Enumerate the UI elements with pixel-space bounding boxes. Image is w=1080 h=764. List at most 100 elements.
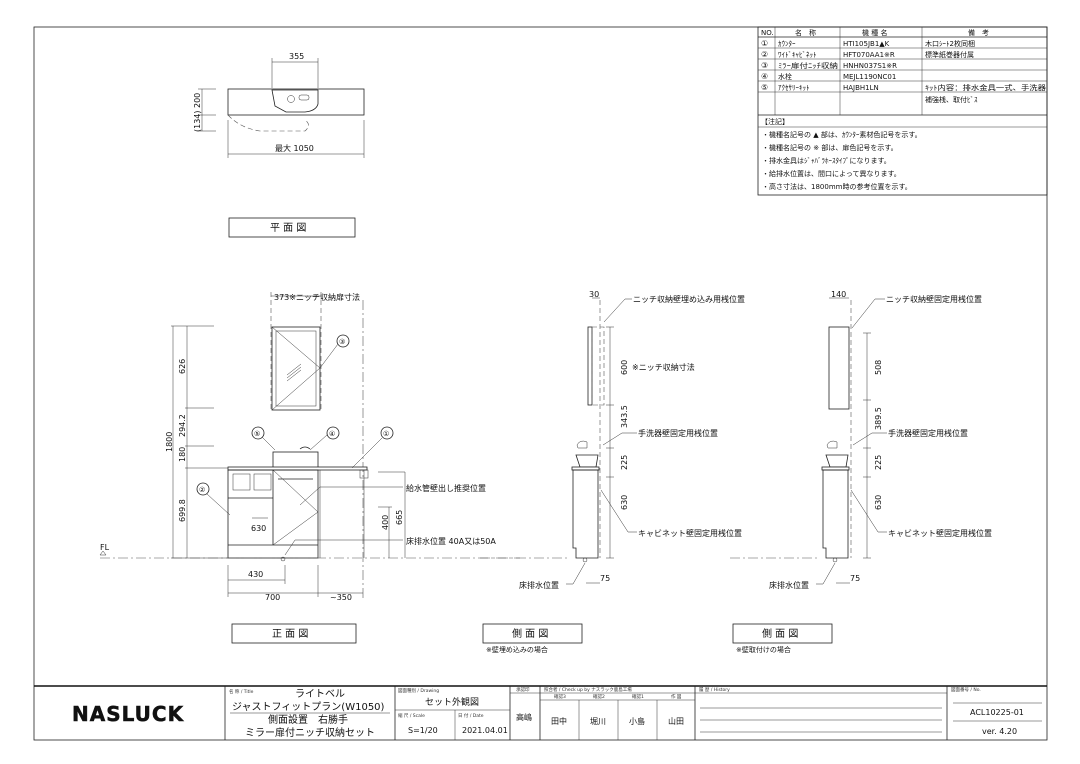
table-header-name: 名 称 — [795, 28, 816, 37]
niche-batten-label: ニッチ収納壁埋め込み用桟位置 — [633, 294, 745, 304]
plan-view-label: 平 面 図 — [270, 222, 306, 234]
title-line-3: 側面設置 右勝手 — [268, 713, 348, 726]
side-view-caption: ※壁埋め込みの場合 — [486, 645, 548, 654]
dim-1800: 1800 — [165, 432, 174, 452]
approval-caption: 承認印 — [516, 686, 530, 693]
row-no: ③ — [761, 61, 768, 70]
dim-400: 400 — [381, 515, 390, 530]
side-view-label-box — [732, 623, 833, 644]
row-no: ① — [761, 39, 768, 48]
side-view-mount: 140 ニッチ収納壁固定用桟位置 508 389.5 225 630 手洗器壁固… — [730, 290, 992, 654]
title-line-1: ライトベル — [295, 688, 345, 700]
title-line-2: ジャストフィットプラン(W1050) — [232, 701, 385, 713]
row-model: HNHN037S1※R — [843, 62, 897, 70]
no-caption: 図面番号 / No. — [951, 686, 981, 693]
dim-140: 140 — [831, 290, 846, 299]
cabinet-batten-label: キャビネット壁固定用桟位置 — [888, 528, 992, 538]
row-name: ｱｸｾｻﾘｰｷｯﾄ — [778, 84, 810, 92]
callout-2: ② — [196, 482, 231, 516]
dim-343-5: 343.5 — [620, 405, 629, 428]
dim-134: (134) — [193, 110, 202, 132]
title-caption: 名 称 / Title — [229, 688, 254, 695]
note-item: ・給排水位置は、間口によって異なります。 — [762, 169, 901, 178]
dim-max-1050: 最大 1050 — [275, 143, 314, 153]
dim-355: 355 — [289, 52, 304, 61]
svg-text:②: ② — [199, 486, 205, 494]
checker-name: 小島 — [629, 716, 645, 726]
dim-600: 600 — [620, 360, 629, 375]
drawing-caption: 図面種別 / Drawing — [398, 687, 439, 694]
dim-389-5: 389.5 — [874, 407, 883, 430]
parts-table: NO. 名 称 機 種 名 備 考 ① ｶｳﾝﾀｰ HTI105JB1▲K 木口… — [757, 26, 1048, 196]
row-note-cont: 補強桟、取付ﾋﾞｽ — [925, 95, 978, 104]
row-name: 水栓 — [778, 72, 792, 81]
version: ver. 4.20 — [982, 727, 1017, 736]
title-block: NASLUCK 名 称 / Title ライトベル ジャストフィットプラン(W1… — [34, 685, 1047, 740]
niche-size-label: ※ニッチ収納寸法 — [632, 362, 695, 372]
history-caption: 履 歴 / History — [699, 687, 730, 693]
floor-drain-label: 床排水位置 40A又は50A — [406, 536, 496, 546]
sheet-frame — [33, 26, 1048, 741]
row-note: 木口ｼｰﾄ2枚同梱 — [925, 39, 975, 48]
check-header: 確認3 — [554, 693, 566, 700]
callout-3: ③ — [319, 334, 350, 369]
plan-view: 355 200 (134) 最大 1050 平 面 図 — [193, 52, 365, 238]
row-model: MEJL1190NC01 — [843, 73, 896, 81]
scale-value: S=1/20 — [408, 726, 438, 735]
counter-outline — [227, 88, 365, 116]
dim-350: ~350 — [330, 593, 352, 602]
approver-name: 高嶋 — [516, 712, 532, 722]
dim-630: 630 — [874, 495, 883, 510]
basin-batten-label: 手洗器壁固定用桟位置 — [638, 428, 718, 438]
drawing-number: ACL10225-01 — [970, 708, 1024, 717]
fl-label: FL — [100, 543, 110, 552]
table-header-model: 機 種 名 — [862, 28, 887, 37]
check-header: 作 図 — [671, 693, 682, 700]
row-name: ﾐﾗｰ扉付ﾆｯﾁ収納 — [778, 61, 838, 70]
hand-basin — [272, 451, 319, 469]
row-model: HFT070AA1※R — [843, 51, 895, 59]
svg-text:③: ③ — [339, 338, 345, 346]
dim-niche-door: 373※ニッチ収納扉寸法 — [274, 292, 360, 302]
callout-4: ④ — [309, 426, 340, 451]
dim-630: 630 — [251, 524, 266, 533]
row-model: HTI105JB1▲K — [843, 40, 890, 48]
note-item: ・排水金具はｼﾞｬﾊﾞﾗﾎｰｽﾀｲﾌﾟになります。 — [762, 156, 891, 165]
row-model: HAJBH1LN — [843, 84, 879, 92]
basin-outline — [271, 89, 319, 113]
dim-630: 630 — [620, 495, 629, 510]
dim-508: 508 — [874, 360, 883, 375]
water-supply-label: 給水管壁出し推奨位置 — [406, 483, 486, 493]
dim-665: 665 — [395, 510, 404, 525]
nasluck-logo: NASLUCK — [72, 702, 185, 726]
plan-view-label-box — [228, 217, 356, 238]
row-name: ﾜｲﾄﾞｷｬﾋﾞﾈｯﾄ — [778, 51, 817, 59]
basin-side — [575, 454, 599, 468]
floor-drain-label: 床排水位置 — [769, 580, 809, 590]
checker-name: 山田 — [668, 716, 684, 726]
dim-430: 430 — [248, 570, 263, 579]
front-view: 373※ニッチ収納扉寸法 1800 626 294.2 180 699.8 63… — [99, 292, 520, 644]
check-header: 確認2 — [593, 693, 605, 700]
title-line-4: ミラー扉付ニッチ収納セット — [245, 726, 375, 739]
cabinet-side — [572, 469, 599, 559]
date-caption: 日 付 / Date — [458, 712, 484, 719]
side-view-caption: ※壁取付けの場合 — [736, 645, 791, 654]
side-view-label: 側 面 図 — [762, 627, 798, 640]
niche-batten-label: ニッチ収納壁固定用桟位置 — [886, 294, 982, 304]
row-note: 標準紙巻器付属 — [925, 50, 974, 59]
dim-200: 200 — [193, 93, 202, 108]
dim-626: 626 — [178, 359, 187, 374]
floor-drain-label: 床排水位置 — [519, 580, 559, 590]
scale-caption: 縮 尺 / Scale — [398, 712, 425, 719]
dim-30: 30 — [589, 290, 599, 299]
dim-180: 180 — [178, 447, 187, 462]
dim-699-8: 699.8 — [178, 499, 187, 522]
table-row: ⑤ ｱｸｾｻﾘｰｷｯﾄ HAJBH1LN ｷｯﾄ内容：排水金具一式、手洗器 補強… — [761, 83, 1046, 104]
note-item: ・高さ寸法は、1800mm時の参考位置を示す。 — [762, 182, 912, 191]
table-row: ① ｶｳﾝﾀｰ HTI105JB1▲K 木口ｼｰﾄ2枚同梱 — [761, 39, 975, 48]
basin-side — [825, 454, 849, 468]
dim-225: 225 — [620, 455, 629, 470]
dim-75: 75 — [850, 574, 860, 583]
